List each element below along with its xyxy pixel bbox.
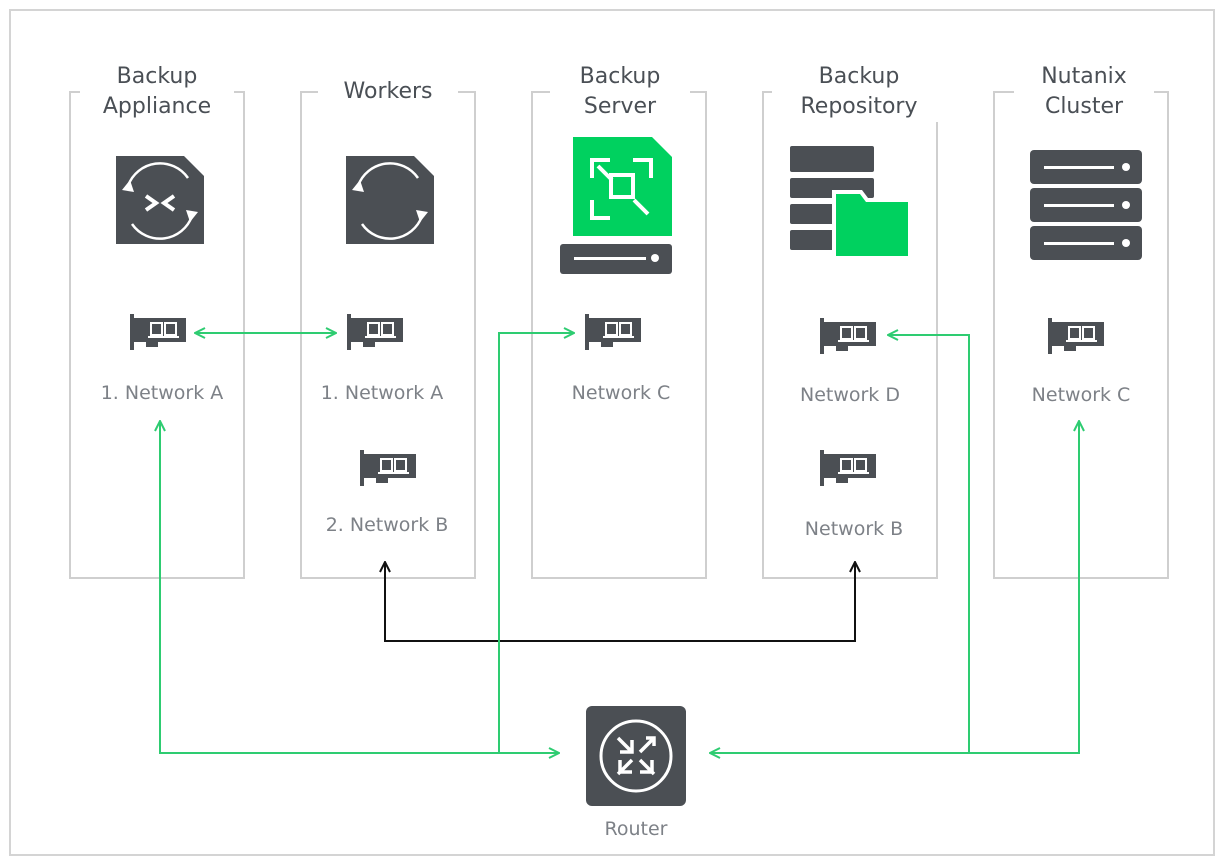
nic-appliance-a-icon	[129, 313, 187, 351]
backup-appliance-icon	[116, 156, 204, 244]
link-nutanix-router	[969, 421, 1079, 754]
nic-workers-a-icon	[346, 313, 404, 351]
backup-repository-icon	[790, 146, 912, 260]
nutanix-cluster-icon	[1030, 150, 1142, 260]
nic-workers-b-icon	[359, 449, 417, 487]
outer-frame	[9, 9, 1215, 856]
router-label: Router	[604, 818, 668, 840]
nic-label-workers-b: 2. Network B	[325, 514, 449, 536]
nic-nutanix-c-icon	[1047, 317, 1105, 355]
nic-label-workers-a: 1. Network A	[320, 382, 444, 404]
link-router-server	[498, 333, 574, 753]
link-repository-router	[710, 335, 970, 753]
nic-label-repository-b: Network B	[804, 518, 904, 540]
nic-repository-d-icon	[819, 317, 877, 355]
backup-server-icon	[560, 137, 672, 274]
link-network-b	[385, 562, 855, 642]
workers-icon	[346, 156, 434, 244]
nic-repository-b-icon	[819, 449, 877, 487]
link-appliance-router	[160, 421, 559, 753]
nic-label-repository-d: Network D	[799, 384, 900, 406]
nic-label-appliance-a: 1. Network A	[100, 382, 224, 404]
nic-label-server-c: Network C	[571, 382, 671, 404]
nic-server-c-icon	[584, 313, 642, 351]
title-workers: Workers	[318, 77, 458, 107]
router-icon	[586, 706, 686, 806]
nic-label-nutanix-c: Network C	[1031, 384, 1131, 406]
